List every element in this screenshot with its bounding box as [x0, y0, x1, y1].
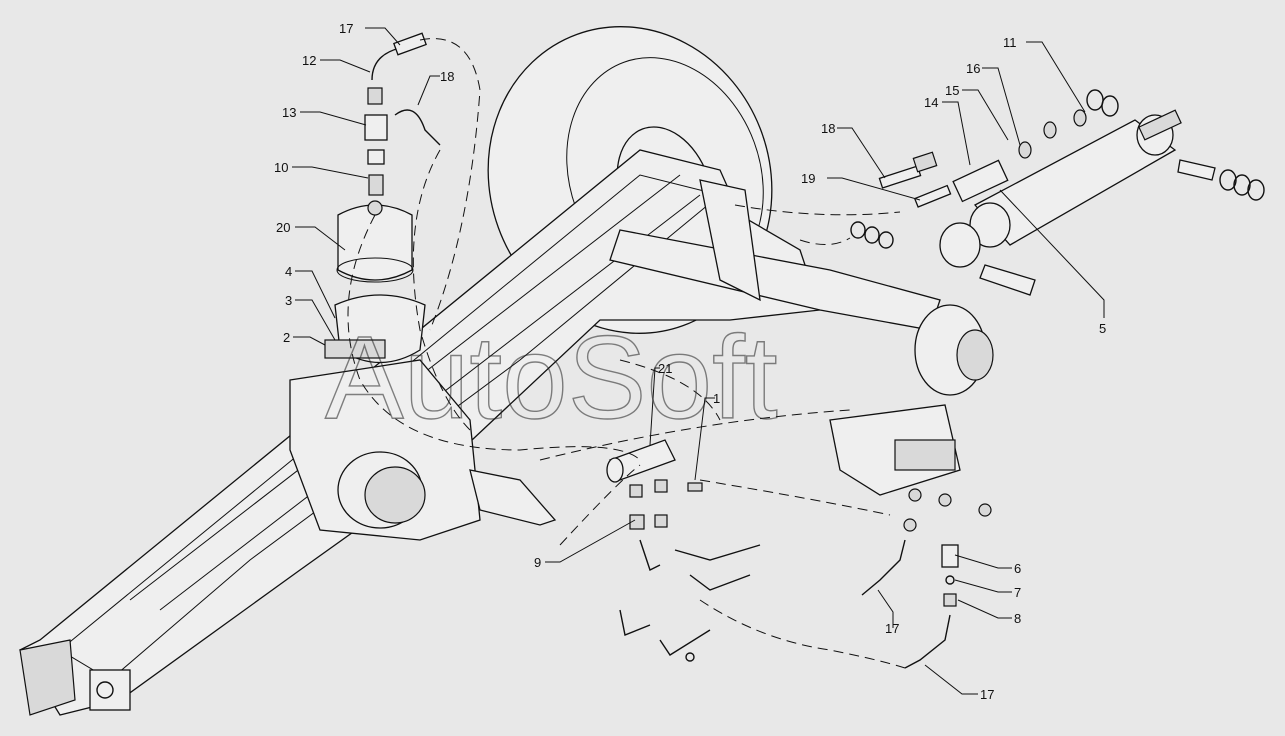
- callout-label: 18: [821, 121, 835, 136]
- callout-label: 10: [274, 160, 288, 175]
- callout-label: 21: [658, 361, 672, 376]
- hydraulic-cylinder: [939, 109, 1216, 296]
- callout-label: 2: [283, 330, 290, 345]
- callout-label: 15: [945, 83, 959, 98]
- fitting-stack: [364, 32, 441, 196]
- callout-labels: 17 12 18 13 10 20 4 3 2 21 1 9 18 19 14 …: [274, 21, 1106, 702]
- lower-fittings: [619, 539, 959, 669]
- watermark-text: AutoSoft: [325, 312, 778, 444]
- callout-label: 7: [1014, 585, 1021, 600]
- hose-routes: [347, 38, 906, 669]
- callout-label: 6: [1014, 561, 1021, 576]
- cylinder-fittings: [878, 151, 952, 208]
- callout-label: 3: [285, 293, 292, 308]
- callout-label: 20: [276, 220, 290, 235]
- callout-label: 1: [713, 391, 720, 406]
- callout-label: 8: [1014, 611, 1021, 626]
- callout-label: 17: [885, 621, 899, 636]
- callout-label: 19: [801, 171, 815, 186]
- callout-label: 16: [966, 61, 980, 76]
- accumulator: [324, 200, 426, 364]
- o-rings: [850, 89, 1265, 249]
- callout-label: 17: [339, 21, 353, 36]
- hand-valve: [606, 439, 703, 530]
- callout-label: 14: [924, 95, 938, 110]
- callout-label: 9: [534, 555, 541, 570]
- axle-beam: [609, 179, 994, 396]
- callout-label: 11: [1003, 35, 1017, 50]
- valve-block: [829, 404, 992, 532]
- leader-lines: [292, 27, 1105, 695]
- callout-label: 18: [440, 69, 454, 84]
- callout-label: 5: [1099, 321, 1106, 336]
- callout-label: 4: [285, 264, 292, 279]
- callout-label: 13: [282, 105, 296, 120]
- pivot-housing: [289, 359, 557, 541]
- callout-label: 17: [980, 687, 994, 702]
- callout-label: 12: [302, 53, 316, 68]
